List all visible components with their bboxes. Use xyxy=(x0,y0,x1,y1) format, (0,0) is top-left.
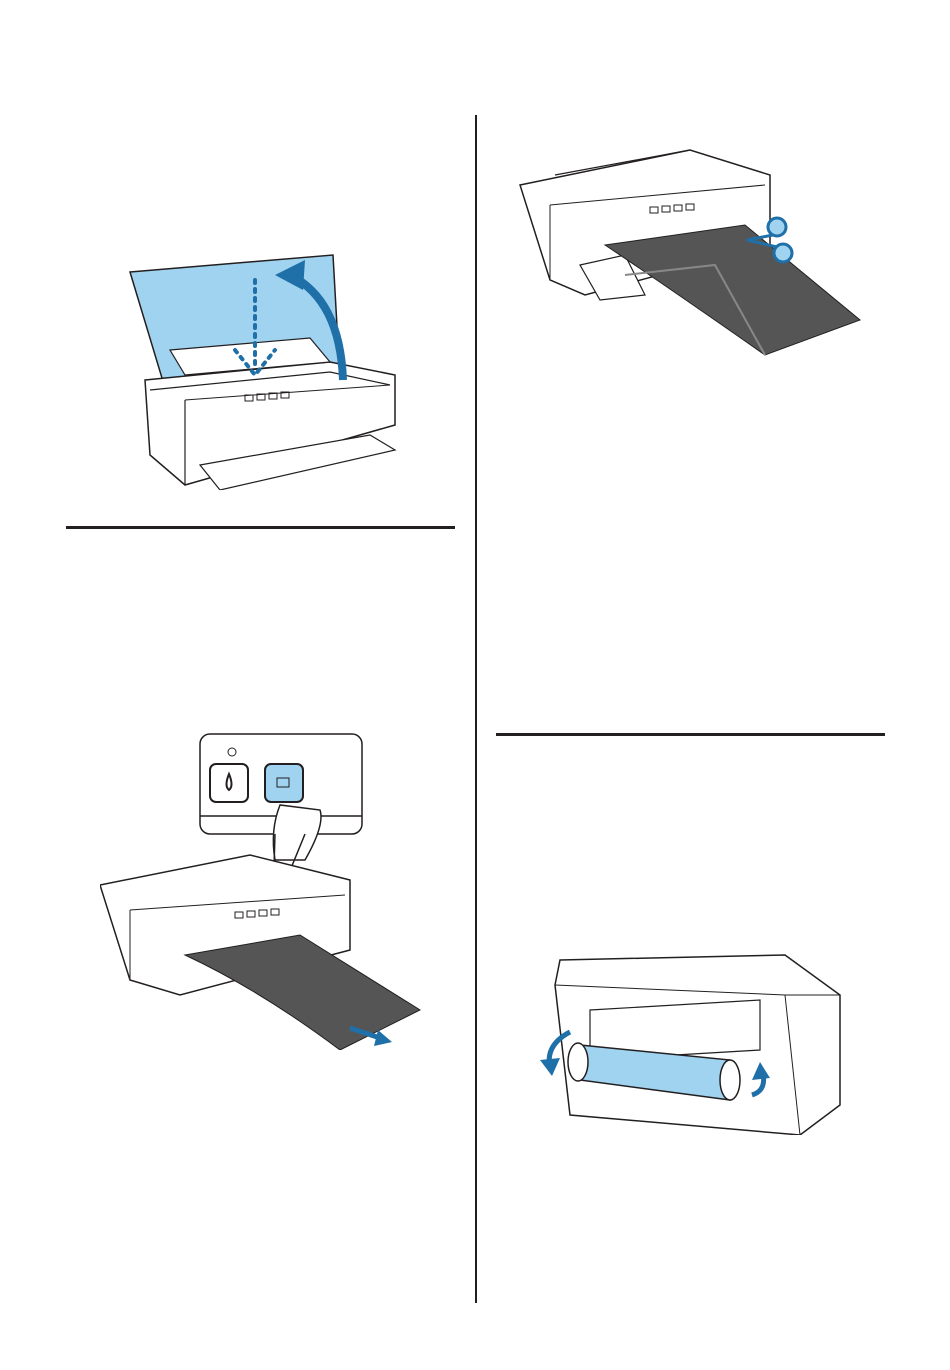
printer-cover-open-illustration xyxy=(125,250,400,490)
printer-control-panel-button-illustration xyxy=(100,730,430,1050)
printer-rewind-roll-illustration xyxy=(530,950,845,1135)
section-rule-right xyxy=(496,733,885,736)
printer-cut-paper-illustration xyxy=(515,145,865,360)
column-divider xyxy=(475,115,477,1303)
section-rule-left xyxy=(66,526,455,529)
